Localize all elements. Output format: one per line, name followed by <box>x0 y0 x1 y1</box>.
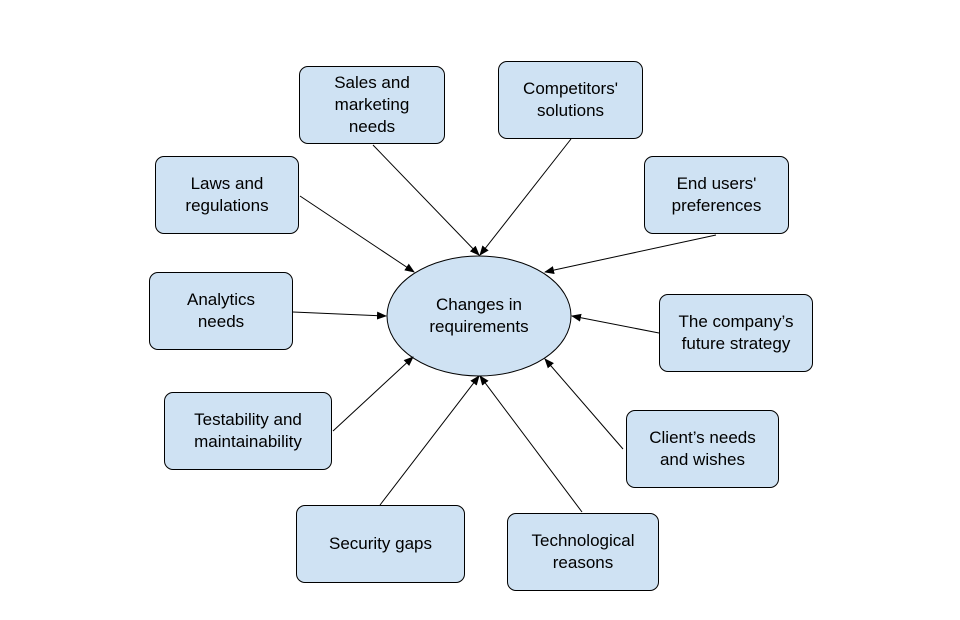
arrow-analytics <box>292 311 387 320</box>
arrow-laws <box>299 195 415 273</box>
arrow-company-strategy <box>571 313 660 334</box>
node-sales-marketing: Sales and marketing needs <box>299 66 445 144</box>
center-node-label: Changes in requirements <box>429 295 529 336</box>
arrow-end-users <box>544 234 717 275</box>
arrow-security <box>379 375 480 506</box>
node-company-strategy: The company’s future strategy <box>659 294 813 372</box>
node-testability: Testability and maintainability <box>164 392 332 470</box>
node-competitors: Competitors' solutions <box>498 61 643 139</box>
arrow-sales-marketing <box>372 144 480 256</box>
node-client-needs: Client’s needs and wishes <box>626 410 779 488</box>
node-technological: Technological reasons <box>507 513 659 591</box>
node-end-users: End users' preferences <box>644 156 789 234</box>
node-security: Security gaps <box>296 505 465 583</box>
arrow-technological <box>479 375 583 513</box>
node-analytics: Analytics needs <box>149 272 293 350</box>
arrow-testability <box>332 356 414 432</box>
arrow-client-needs <box>544 358 624 450</box>
arrow-competitors <box>479 138 572 256</box>
node-laws: Laws and regulations <box>155 156 299 234</box>
